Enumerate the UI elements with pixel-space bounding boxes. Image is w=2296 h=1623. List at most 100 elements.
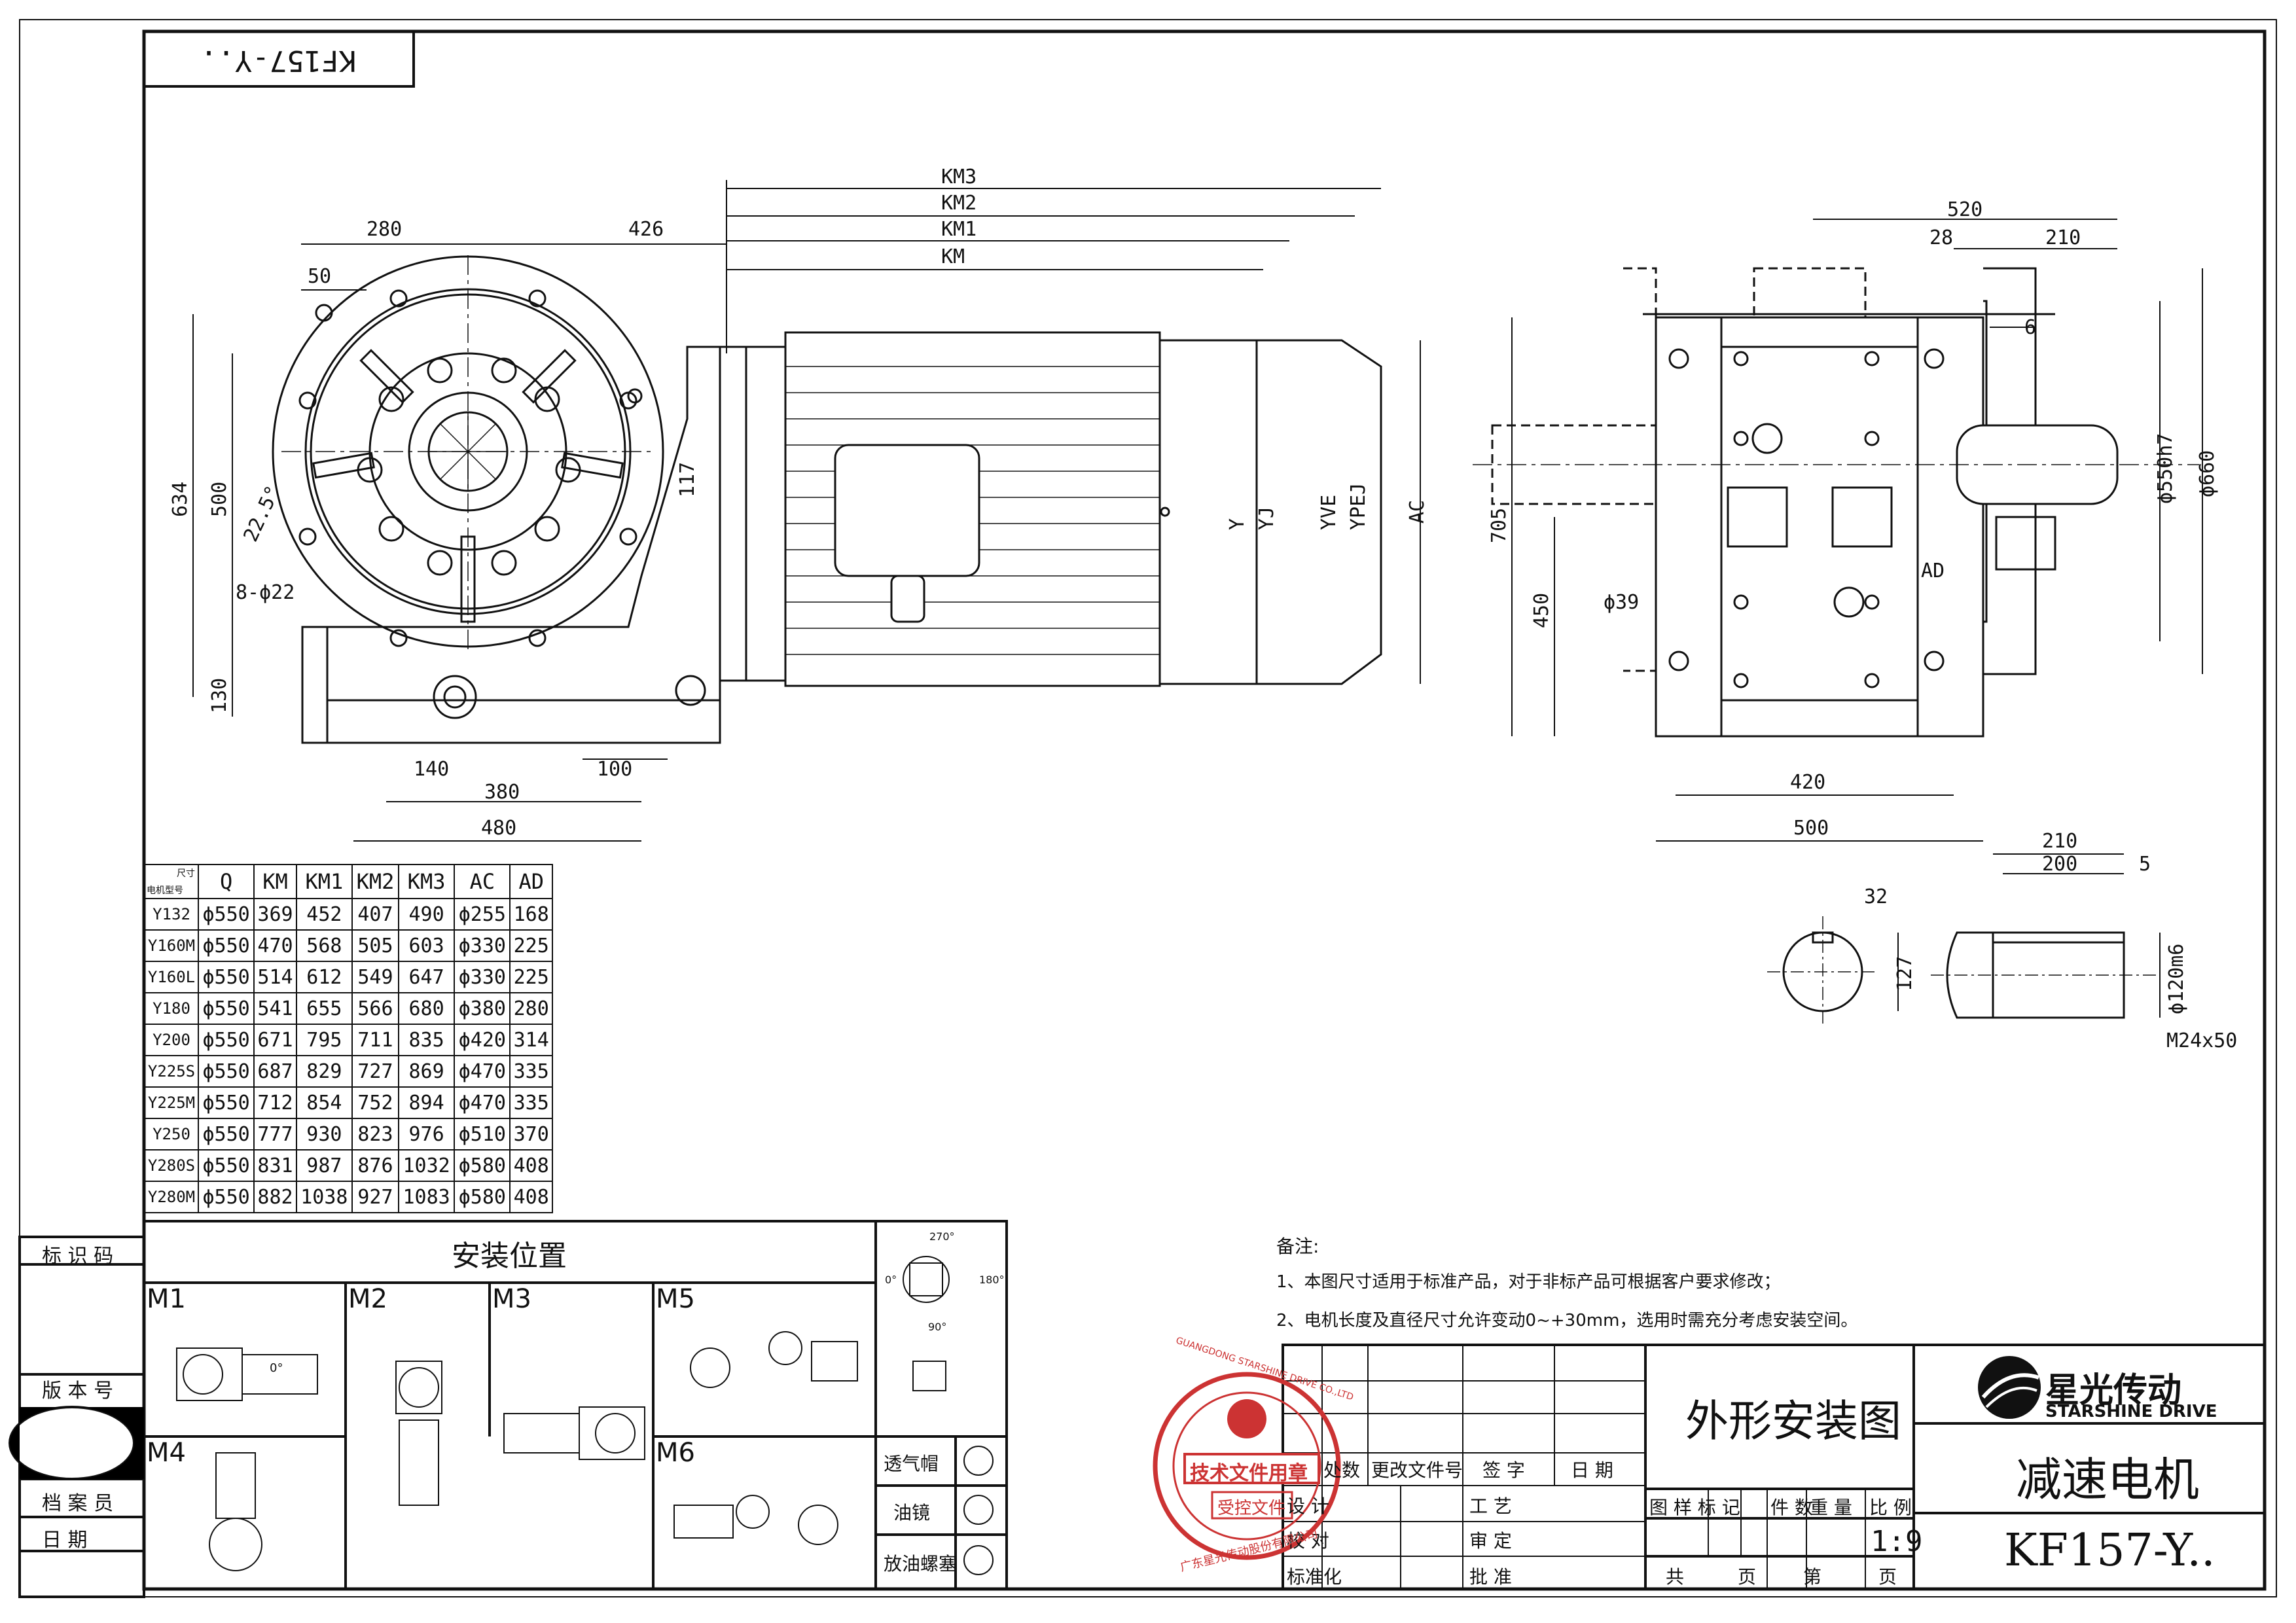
dim-117: 117 xyxy=(676,462,699,497)
tb-design: 设 计 xyxy=(1287,1495,1329,1517)
shaft-detail xyxy=(1767,853,2161,1027)
table-cell: 655 xyxy=(295,992,353,1025)
dim-100: 100 xyxy=(597,758,632,781)
table-cell: 566 xyxy=(351,992,399,1025)
stamp-band: 技术文件用章 xyxy=(1190,1462,1308,1485)
model-label-upside-down: KF157-Y.. xyxy=(200,44,356,77)
motor-model-cell: Y200 xyxy=(144,1024,199,1056)
table-cell: 505 xyxy=(351,929,399,962)
dim-140: 140 xyxy=(414,758,449,781)
table-cell: 927 xyxy=(351,1181,399,1213)
table-cell: ϕ550 xyxy=(197,1149,255,1182)
table-cell: 869 xyxy=(397,1055,456,1088)
sheet-total: 共 xyxy=(1666,1566,1685,1588)
angle-0-ref: 0° xyxy=(885,1274,897,1286)
tb-count: 处数 xyxy=(1323,1459,1361,1481)
table-cell: 831 xyxy=(253,1149,297,1182)
table-cell: ϕ580 xyxy=(454,1149,511,1182)
table-cell: ϕ510 xyxy=(454,1118,511,1150)
table-cell: 829 xyxy=(295,1055,353,1088)
motor-model-cell: Y180 xyxy=(144,992,199,1025)
strip-version: 版 本 号 xyxy=(42,1380,114,1402)
table-cell: ϕ420 xyxy=(454,1024,511,1056)
side-dimensions xyxy=(1511,219,2203,842)
tb-date: 日 期 xyxy=(1571,1459,1613,1481)
table-cell: 369 xyxy=(253,898,297,931)
dim-ac: AC xyxy=(1406,500,1429,524)
motor-model-cell: Y225S xyxy=(144,1055,199,1088)
table-cell: ϕ255 xyxy=(454,898,511,931)
table-cell: 671 xyxy=(253,1024,297,1056)
dim-420: 420 xyxy=(1790,771,1825,794)
table-cell: ϕ550 xyxy=(197,929,255,962)
dim-ad: AD xyxy=(1921,560,1945,582)
tb-authorize: 批 准 xyxy=(1469,1566,1512,1588)
motor-model-cell: Y280M xyxy=(144,1181,199,1213)
col-ac: AC xyxy=(454,864,511,899)
tb-check: 校 对 xyxy=(1287,1530,1329,1552)
motor-model-cell: Y132 xyxy=(144,898,199,931)
table-cell: ϕ330 xyxy=(454,961,511,993)
dim-550: ϕ550h7 xyxy=(2154,433,2177,504)
table-cell: ϕ550 xyxy=(197,898,255,931)
mount-m4: M4 xyxy=(147,1438,186,1468)
front-dimensions xyxy=(192,180,1421,842)
table-cell: 727 xyxy=(351,1055,399,1088)
company-logo-icon xyxy=(1978,1356,2041,1419)
dim-22-5: 22.5° xyxy=(240,482,285,546)
dim-28: 28 xyxy=(1929,226,1953,249)
table-cell: 823 xyxy=(351,1118,399,1150)
table-cell: 777 xyxy=(253,1118,297,1150)
hdr-pattern-mark: 图 样 标 记 xyxy=(1649,1497,1740,1518)
dim-520: 520 xyxy=(1947,198,1982,221)
table-cell: 407 xyxy=(351,898,399,931)
table-cell: ϕ550 xyxy=(197,1086,255,1119)
table-cell: 1038 xyxy=(295,1181,353,1213)
product-model: KF157-Y.. xyxy=(2004,1525,2215,1577)
dim-380: 380 xyxy=(484,781,520,804)
note-1: 1、本图尺寸适用于标准产品，对于非标产品可根据客户要求修改； xyxy=(1276,1272,1781,1292)
table-cell: 987 xyxy=(295,1149,353,1182)
table-cell: 894 xyxy=(397,1086,456,1119)
strip-archivist: 档 案 员 xyxy=(42,1492,114,1515)
table-cell: 280 xyxy=(509,992,553,1025)
tb-standardize: 标准化 xyxy=(1287,1566,1342,1588)
dim-127: 127 xyxy=(1893,956,1916,991)
strip-id-code: 标 识 码 xyxy=(42,1245,114,1268)
dim-39: ϕ39 xyxy=(1604,591,1639,614)
table-cell: 470 xyxy=(253,929,297,962)
table-cell: 549 xyxy=(351,961,399,993)
angle-180-ref: 180° xyxy=(979,1274,1005,1286)
col-km3: KM3 xyxy=(397,864,456,899)
table-cell: 882 xyxy=(253,1181,297,1213)
table-cell: ϕ580 xyxy=(454,1181,511,1213)
hdr-weight: 重 量 xyxy=(1810,1497,1852,1518)
dim-yve: YVE xyxy=(1318,495,1340,530)
table-cell: 612 xyxy=(295,961,353,993)
table-cell: 976 xyxy=(397,1118,456,1150)
company-name-en: STARSHINE DRIVE xyxy=(2045,1402,2217,1421)
table-cell: 490 xyxy=(397,898,456,931)
front-view xyxy=(272,255,1382,744)
motor-model-cell: Y250 xyxy=(144,1118,199,1150)
sheet-no: 第 xyxy=(1803,1566,1822,1588)
table-cell: 680 xyxy=(397,992,456,1025)
legend-oil-sight: 油镜 xyxy=(893,1502,931,1524)
table-cell: 370 xyxy=(509,1118,553,1150)
table-cell: 314 xyxy=(509,1024,553,1056)
control-stamp xyxy=(1153,1372,1341,1560)
table-cell: 408 xyxy=(509,1181,553,1213)
dim-480: 480 xyxy=(481,817,516,840)
dim-ypej: YPEJ xyxy=(1347,483,1370,530)
table-cell: 647 xyxy=(397,961,456,993)
table-cell: ϕ470 xyxy=(454,1055,511,1088)
dim-km: KM xyxy=(941,245,965,268)
table-cell: 408 xyxy=(509,1149,553,1182)
angle-270-ref: 270° xyxy=(929,1230,955,1243)
table-cell: 335 xyxy=(509,1055,553,1088)
